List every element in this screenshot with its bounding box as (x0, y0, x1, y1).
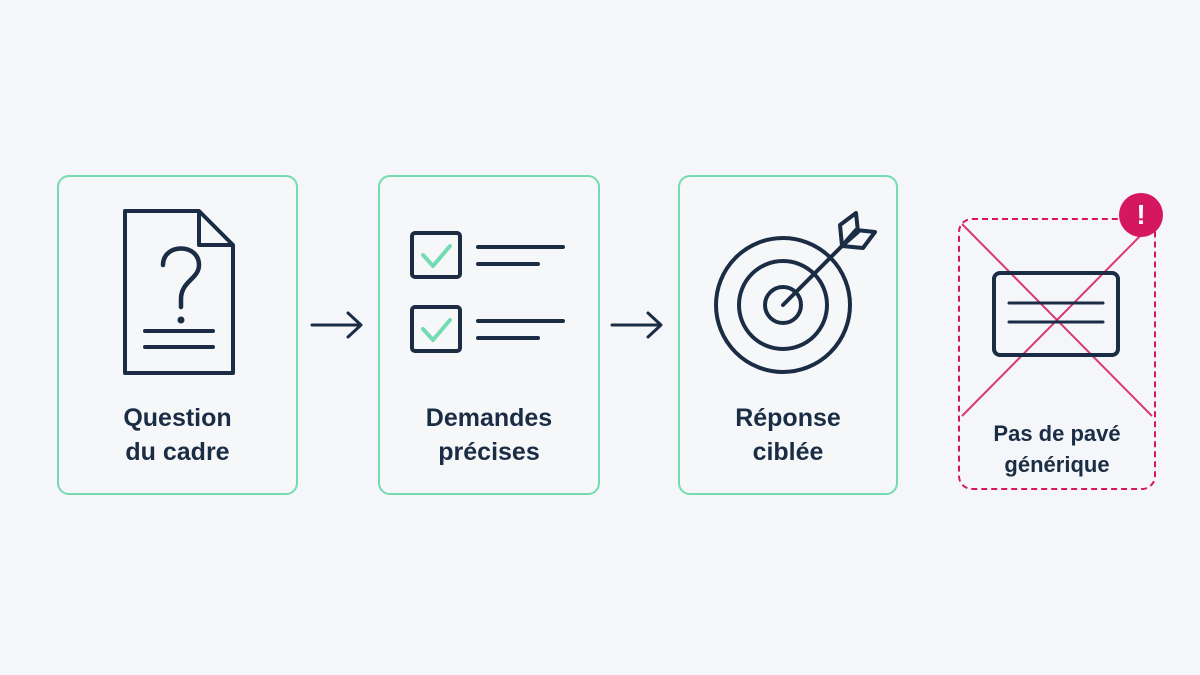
checklist-icon (410, 231, 565, 353)
text-block-icon (992, 271, 1120, 357)
alert-icon: ! (1119, 193, 1163, 237)
rejected-card: Pas de pavé générique (958, 218, 1156, 490)
question-document-icon (123, 209, 235, 375)
arrow-right-icon (310, 311, 363, 339)
cross-out-icon (961, 223, 1153, 417)
step-card-question: Question du cadre (57, 175, 298, 495)
target-icon (714, 211, 877, 374)
step-label-requests: Demandes précises (425, 404, 553, 466)
rejected-label: Pas de pavé générique (993, 421, 1121, 477)
step-label-question: Question du cadre (123, 404, 232, 466)
step-card-answer: Réponse ciblée (678, 175, 898, 495)
arrow-right-icon (610, 311, 663, 339)
step-label-answer: Réponse ciblée (735, 404, 841, 466)
step-card-requests: Demandes précises (378, 175, 600, 495)
